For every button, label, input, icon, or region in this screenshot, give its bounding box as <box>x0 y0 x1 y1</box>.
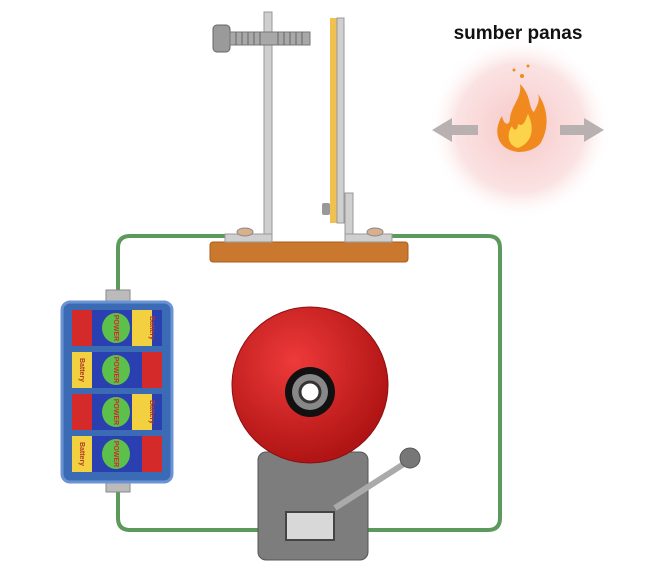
svg-text:POWER: POWER <box>112 315 119 341</box>
battery-cell: POWER Battery <box>72 394 162 430</box>
battery-cell: POWER Battery <box>72 436 162 472</box>
bimetal-strip-bracket <box>322 17 393 243</box>
svg-text:Battery: Battery <box>148 316 155 340</box>
svg-text:POWER: POWER <box>112 357 119 383</box>
heat-source: sumber panas <box>428 23 612 220</box>
hammer-arm <box>333 457 412 511</box>
svg-text:Battery: Battery <box>78 442 85 466</box>
adjusting-screw <box>212 24 231 53</box>
svg-text:POWER: POWER <box>112 399 119 425</box>
electric-bell <box>231 306 421 561</box>
svg-text:Battery: Battery <box>148 400 155 424</box>
wire-top-left <box>116 234 230 298</box>
contact-screw-bracket <box>212 11 311 243</box>
wire-bottom-left <box>116 488 260 532</box>
wooden-base <box>209 241 409 263</box>
battery-cell: POWER Battery <box>72 310 162 346</box>
wire-right <box>365 234 502 532</box>
flame-icon <box>497 64 547 152</box>
arrow-right-icon <box>560 118 604 142</box>
heat-source-label: sumber panas <box>454 23 583 44</box>
svg-text:Battery: Battery <box>78 358 85 382</box>
hammer-knob <box>399 447 421 469</box>
battery-cell: POWER Battery <box>72 352 162 388</box>
bell-housing <box>257 451 369 561</box>
bimetal-strip <box>330 18 337 223</box>
arrow-left-icon <box>432 118 478 142</box>
svg-text:POWER: POWER <box>112 441 119 467</box>
